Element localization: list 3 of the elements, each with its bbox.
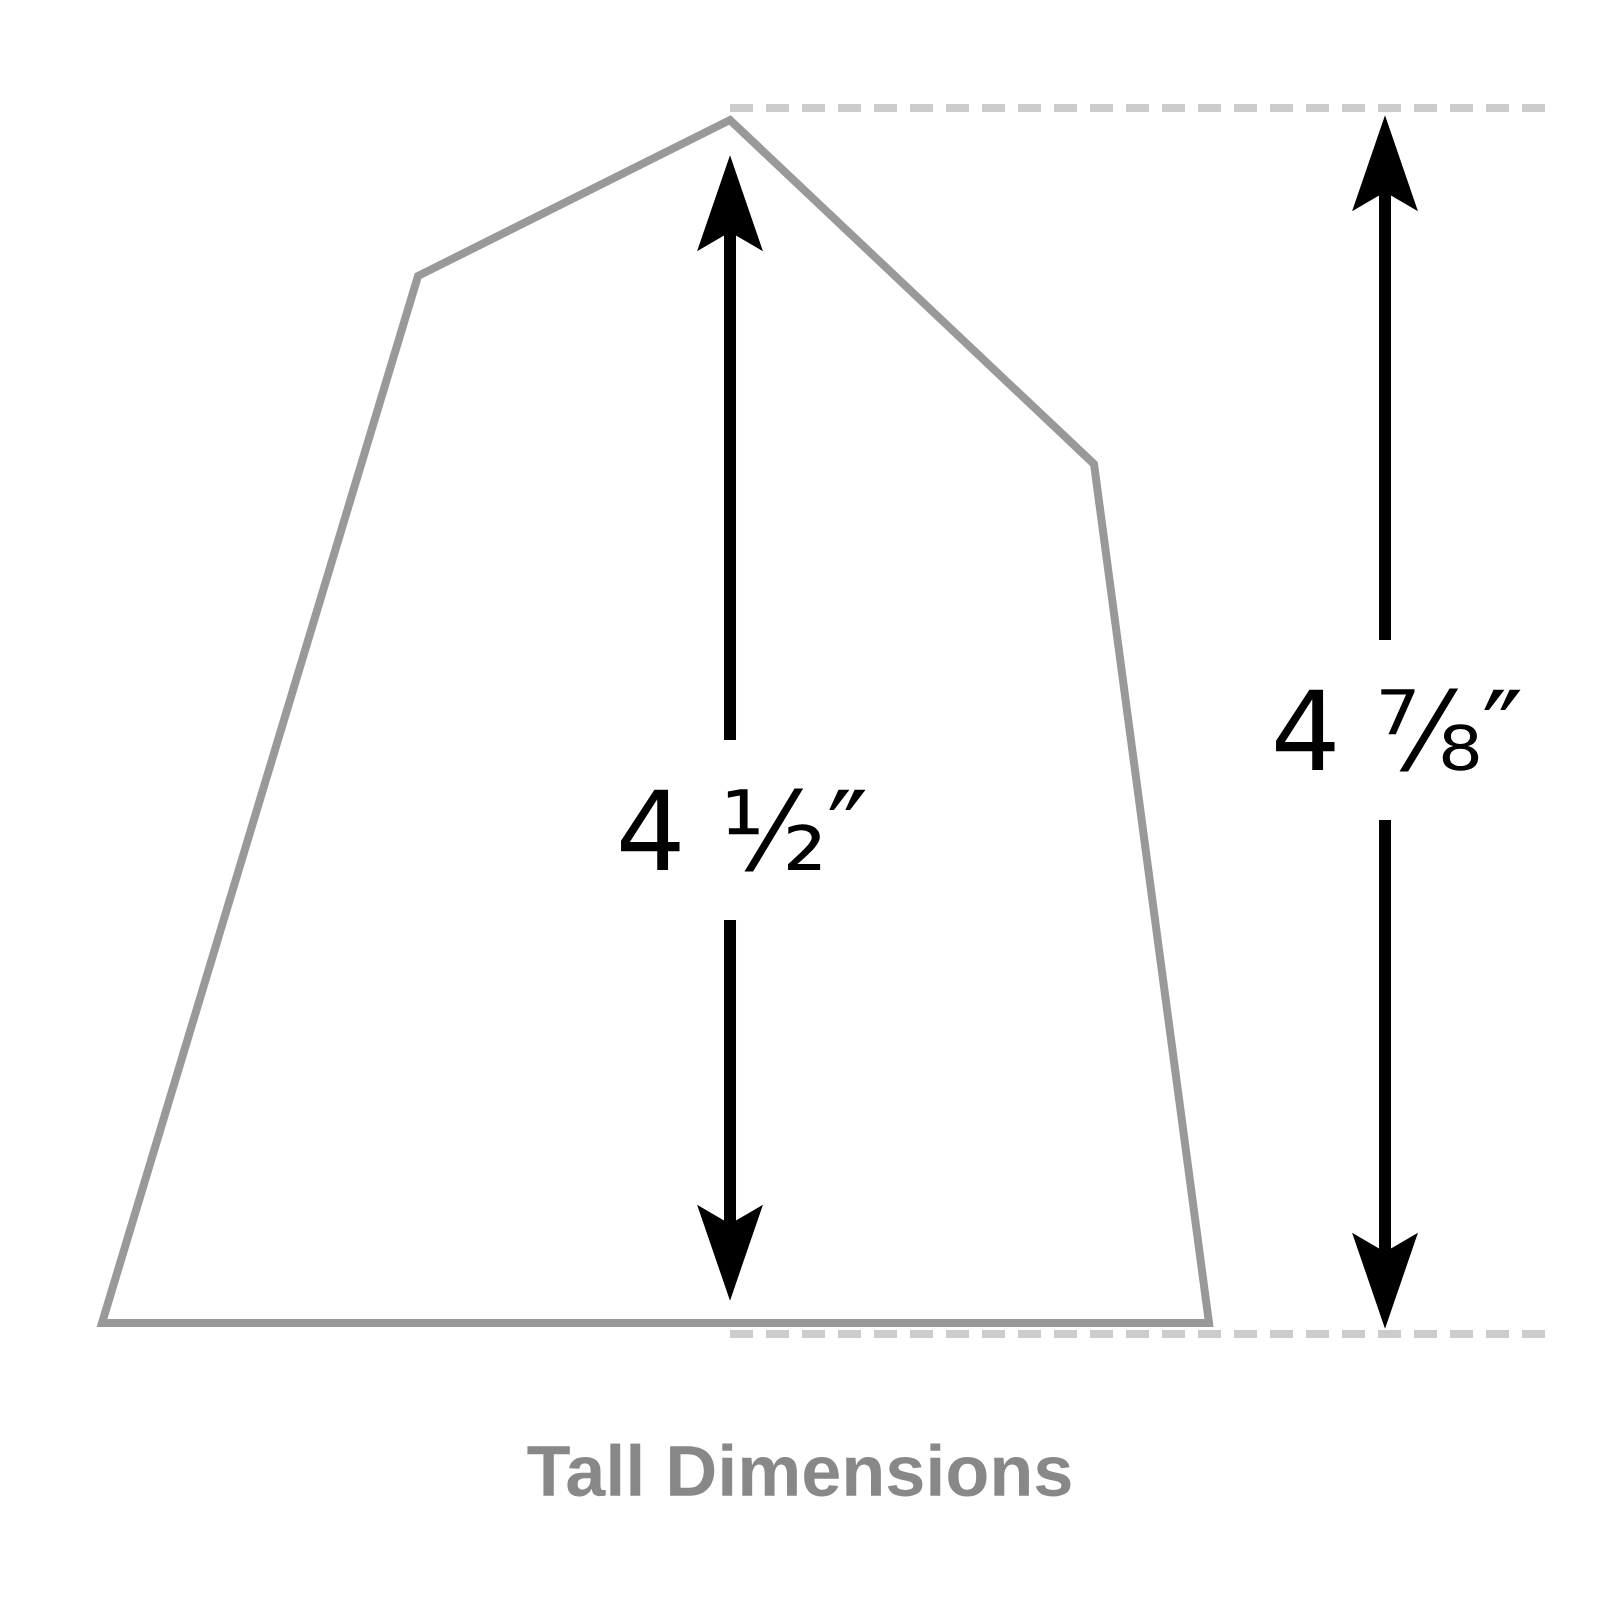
dimension-label: 4 ½″: [621, 788, 866, 872]
dimension-label: 4 ⅞″: [1276, 688, 1521, 772]
caption-title: Tall Dimensions: [527, 1443, 1071, 1497]
